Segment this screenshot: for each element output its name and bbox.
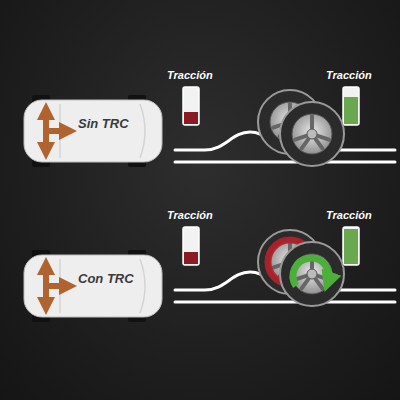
gauge-label: Tracción xyxy=(326,69,372,81)
gauge-label: Tracción xyxy=(326,209,372,221)
node-text: Con TRC xyxy=(78,271,136,286)
car-label: Con TRC xyxy=(74,269,140,288)
gauge-label: Tracción xyxy=(167,69,213,81)
car-top-view xyxy=(24,250,162,322)
car-label: Sin TRC xyxy=(74,114,135,133)
tires-trc xyxy=(258,230,344,306)
gauge-label: Tracción xyxy=(167,209,213,221)
car-top-view xyxy=(24,95,162,167)
node-text: Sin TRC xyxy=(78,116,131,131)
tires xyxy=(258,90,344,166)
